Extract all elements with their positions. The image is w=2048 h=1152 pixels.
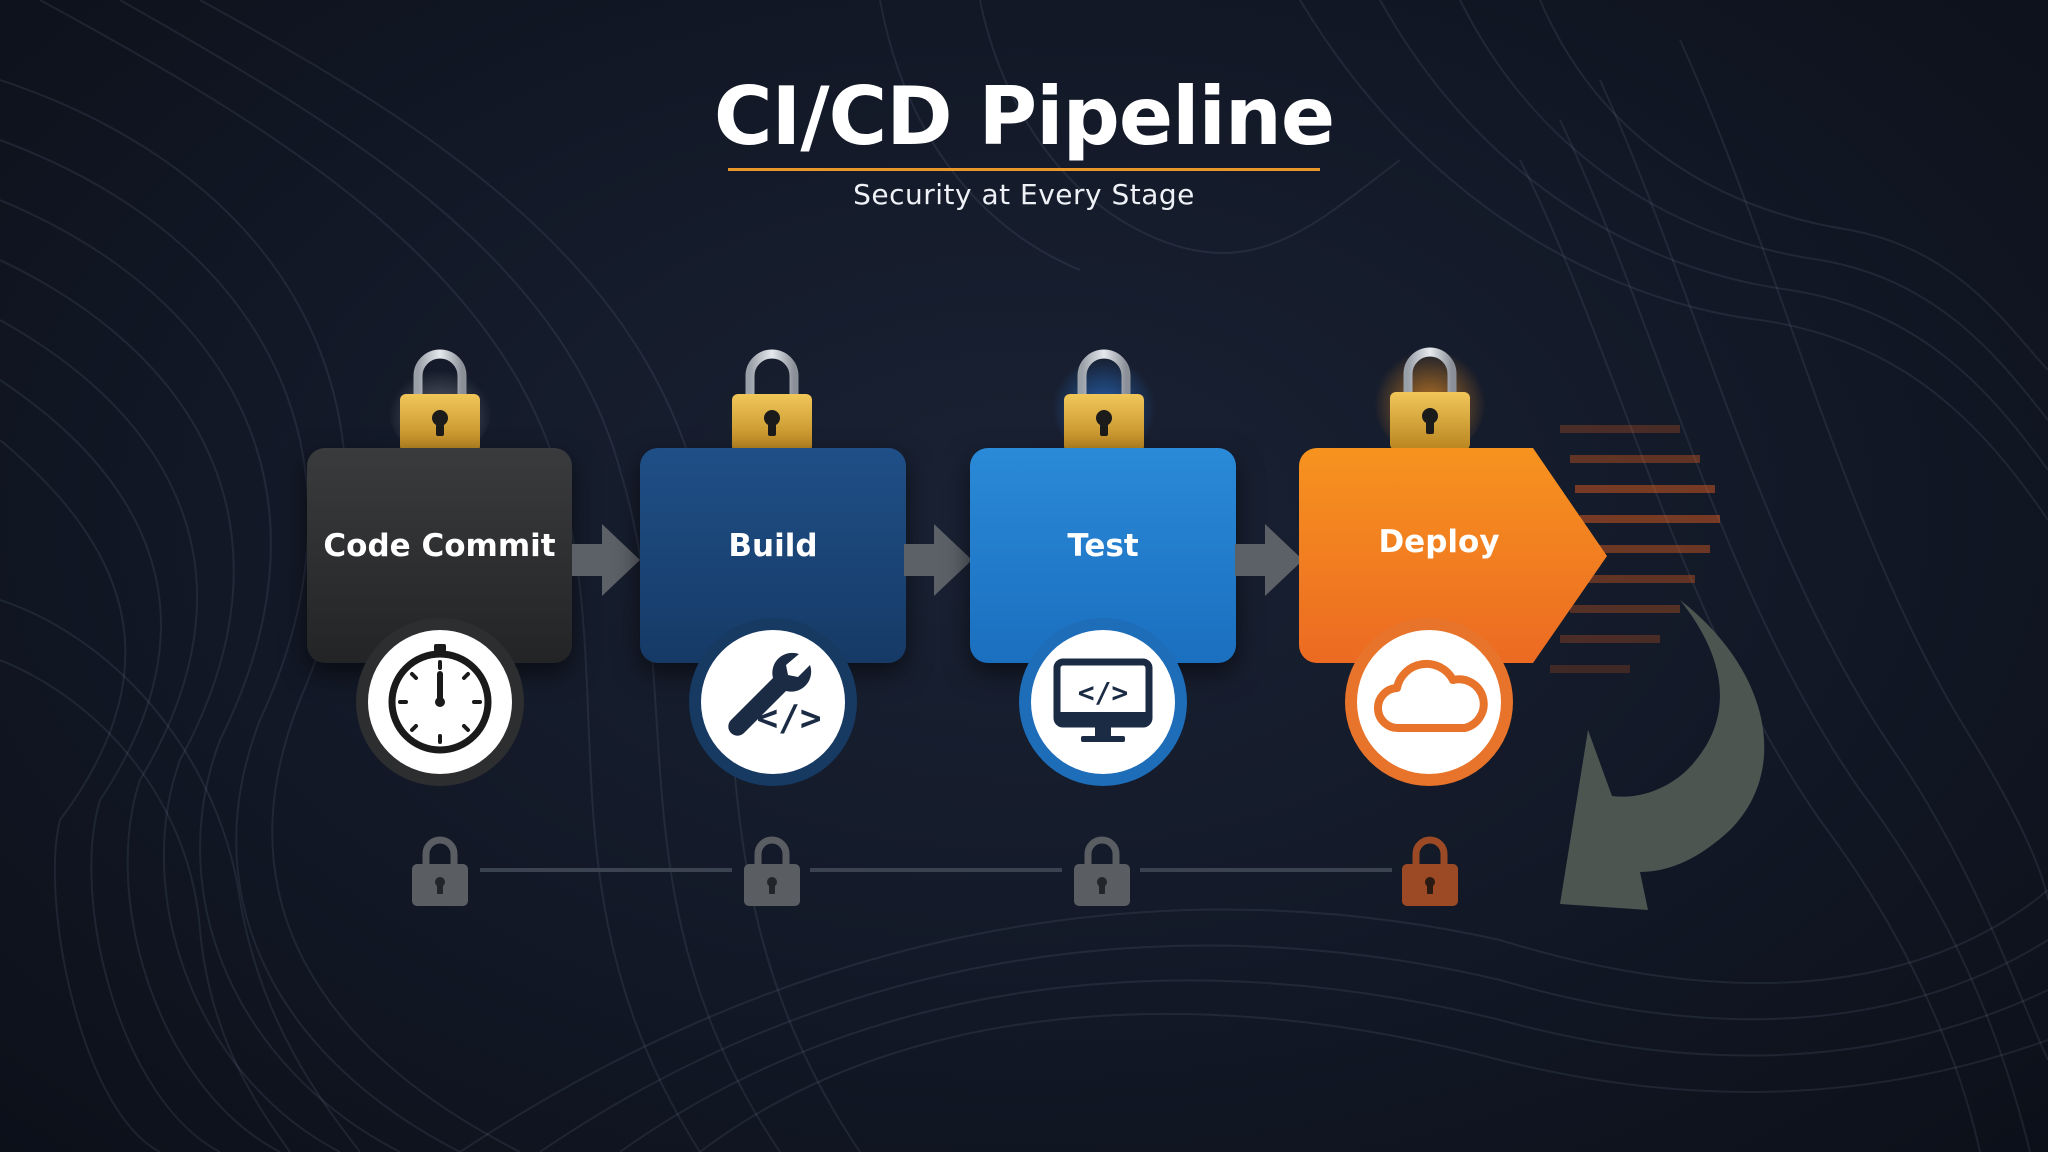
stage-label: Build	[728, 528, 818, 564]
stopwatch-icon	[354, 616, 526, 788]
flow-arrow-icon	[904, 524, 972, 596]
stage-card-code-commit: Code Commit	[307, 448, 572, 663]
padlock-icon	[732, 349, 812, 452]
padlock-icon	[1052, 349, 1156, 456]
padlock-icon	[388, 349, 492, 456]
stage-card-build: Build	[640, 448, 906, 663]
flow-arrow-icon	[572, 524, 640, 596]
return-arrow-icon	[1560, 600, 1765, 910]
monitor-code-icon: </>	[1017, 616, 1189, 788]
security-track	[810, 868, 1062, 872]
padlock-icon	[1374, 344, 1486, 456]
title-underline	[728, 168, 1320, 171]
svg-text:</>: </>	[1078, 676, 1129, 709]
stage-label: Test	[1067, 528, 1139, 564]
stage-card-deploy: Deploy	[1299, 448, 1609, 663]
security-track	[480, 868, 732, 872]
padlock-icon	[1074, 836, 1130, 906]
stage-label: Deploy	[1378, 524, 1500, 560]
svg-text:</>: </>	[756, 698, 821, 739]
padlock-icon	[744, 836, 800, 906]
cloud-icon	[1343, 616, 1515, 788]
stage-label: Code Commit	[323, 528, 556, 564]
padlock-icon	[412, 836, 468, 906]
wrench-code-icon: </>	[687, 616, 859, 788]
motion-streaks	[1550, 425, 1720, 673]
security-track	[1140, 868, 1392, 872]
page-subtitle: Security at Every Stage	[853, 178, 1195, 211]
padlock-icon	[1402, 836, 1458, 906]
page-title: CI/CD Pipeline	[713, 70, 1335, 163]
flow-arrow-icon	[1235, 524, 1303, 596]
